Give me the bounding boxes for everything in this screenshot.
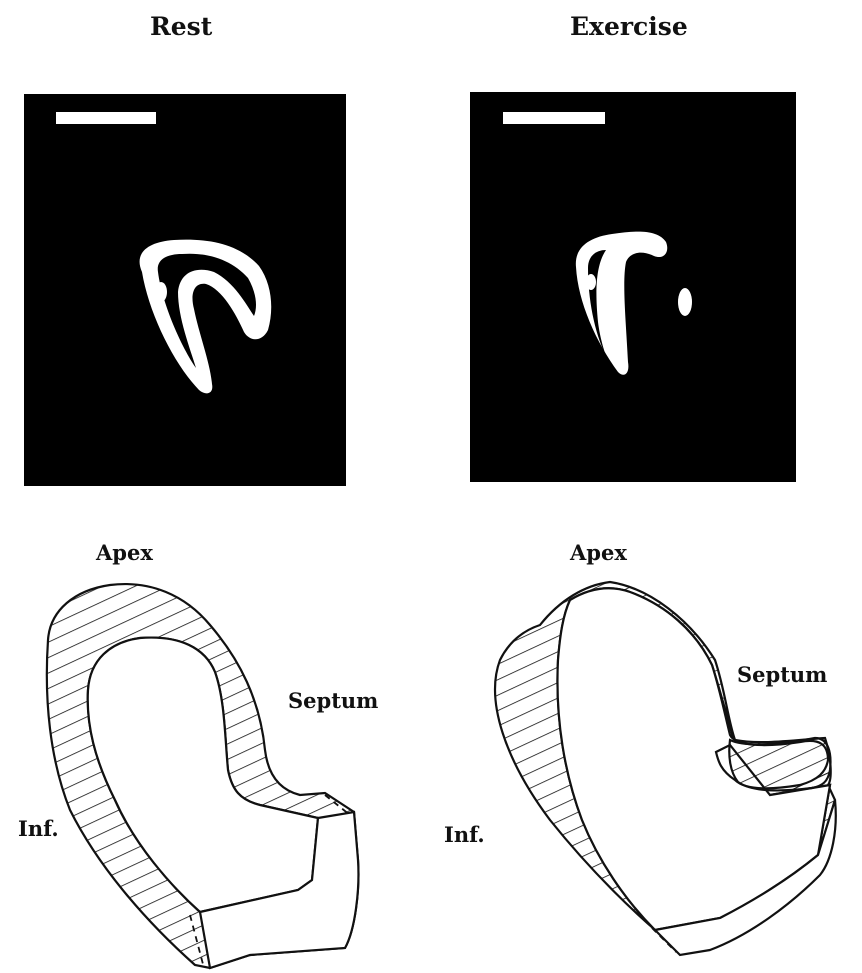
- exercise-septum-label: Septum: [737, 662, 827, 687]
- rest-inferior-label: Inf.: [18, 816, 59, 841]
- exercise-apex-label: Apex: [570, 540, 627, 565]
- exercise-septal-hatch: [729, 738, 830, 790]
- rest-apex-label: Apex: [96, 540, 153, 565]
- exercise-inferior-label: Inf.: [444, 822, 485, 847]
- exercise-diagram: [495, 582, 836, 955]
- rest-septum-label: Septum: [288, 688, 378, 713]
- rest-diagram: [47, 584, 359, 968]
